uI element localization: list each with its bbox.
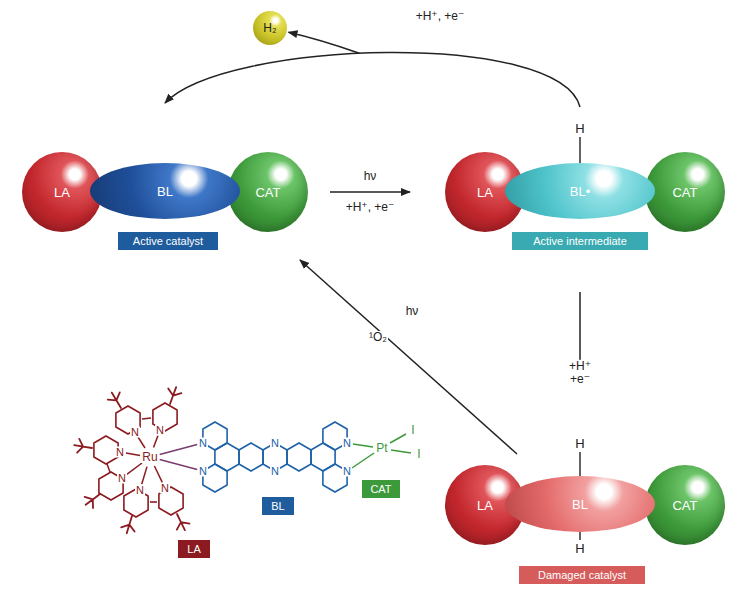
- nitrogen-atom: N: [160, 483, 170, 494]
- node-text: CAT: [255, 186, 280, 199]
- node-text: Damaged catalyst: [538, 570, 626, 581]
- arrow-label: +H⁺, +e⁻: [414, 10, 467, 23]
- metal-atom: Pt: [375, 442, 388, 454]
- node-text: Active catalyst: [133, 236, 203, 247]
- cat-sphere: CAT: [645, 152, 725, 232]
- reaction-arrow: [289, 32, 360, 53]
- state-label: Active catalyst: [118, 232, 218, 250]
- node-text: CAT: [672, 186, 697, 199]
- nitrogen-atom: N: [270, 466, 280, 477]
- cat-sphere: CAT: [645, 465, 725, 545]
- node-text: BL: [157, 185, 173, 198]
- node-text: LA: [477, 186, 493, 199]
- bl-ligand: [160, 422, 347, 492]
- node-text: LA: [54, 186, 70, 199]
- bl-ellipse: BL: [90, 163, 240, 219]
- state-label: Damaged catalyst: [519, 566, 645, 584]
- nitrogen-atom: N: [198, 466, 208, 477]
- nitrogen-atom: N: [270, 438, 280, 449]
- nitrogen-atom: N: [130, 427, 140, 438]
- node-text: BL: [572, 498, 588, 511]
- node-text: CAT: [370, 484, 391, 495]
- la-ligands: [73, 385, 191, 536]
- node-text: BL: [271, 501, 284, 512]
- arrow-label: +H⁺ +e⁻: [563, 359, 597, 385]
- reaction-condition: +H⁺, +e⁻: [345, 201, 396, 213]
- iodide-atom: I: [410, 424, 415, 436]
- h2-sphere: H₂: [253, 11, 287, 45]
- part-tag: LA: [178, 540, 210, 558]
- pt-bonds: [352, 434, 411, 468]
- nitrogen-atom: N: [342, 466, 352, 477]
- node-text: CAT: [672, 499, 697, 512]
- reaction-arrow: [165, 52, 580, 107]
- node-text: LA: [477, 499, 493, 512]
- arrow-label: hν: [362, 170, 379, 183]
- node-text: H₂: [263, 22, 276, 34]
- iodide-atom: I: [416, 448, 421, 460]
- nitrogen-atom: N: [115, 447, 125, 458]
- metal-atom: Ru: [141, 451, 158, 463]
- state-label: Active intermediate: [512, 232, 648, 250]
- hydrogen-atom: H: [574, 542, 585, 555]
- node-text: LA: [187, 544, 200, 555]
- node-text: Active intermediate: [533, 236, 627, 247]
- node-text: BL•: [570, 185, 590, 198]
- cat-sphere: CAT: [228, 152, 308, 232]
- reaction-condition: ¹O₂: [368, 331, 388, 343]
- part-tag: CAT: [362, 480, 400, 498]
- nitrogen-atom: N: [155, 425, 165, 436]
- nitrogen-atom: N: [198, 438, 208, 449]
- reaction-arrow: [330, 191, 410, 193]
- reaction-arrow: [300, 260, 517, 454]
- bl-ellipse: BL•: [505, 163, 655, 219]
- arrow-label: hν: [404, 305, 421, 318]
- nitrogen-atom: N: [117, 473, 127, 484]
- nitrogen-atom: N: [135, 485, 145, 496]
- part-tag: BL: [262, 497, 294, 515]
- bl-ellipse: BL: [505, 476, 655, 532]
- hydrogen-atom: H: [574, 122, 585, 135]
- hydrogen-atom: H: [574, 437, 585, 450]
- nitrogen-atom: N: [342, 438, 352, 449]
